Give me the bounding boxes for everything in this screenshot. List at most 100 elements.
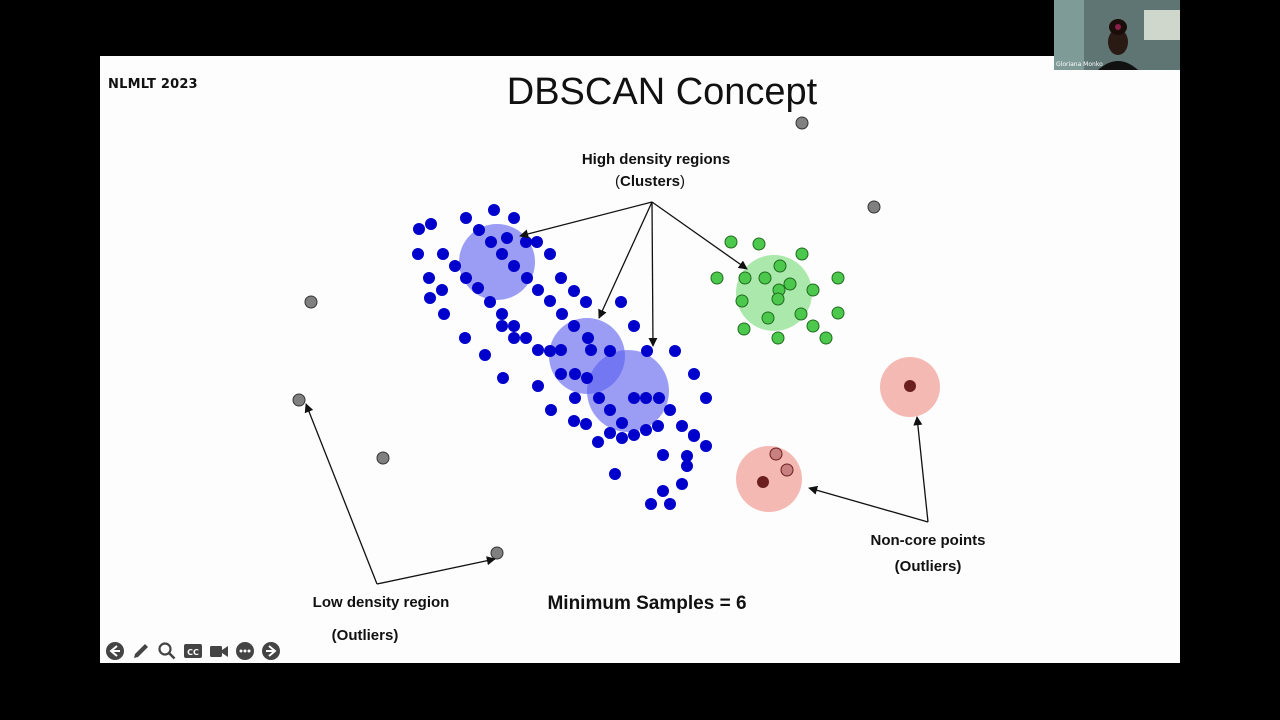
blue-point xyxy=(640,392,652,404)
noncore-point xyxy=(780,463,794,477)
low-density-outliers-label: (Outliers) xyxy=(332,627,399,644)
blue-point xyxy=(425,218,437,230)
blue-point xyxy=(460,272,472,284)
green-point xyxy=(783,277,797,291)
blue-point xyxy=(569,368,581,380)
blue-point xyxy=(508,212,520,224)
blue-point xyxy=(641,345,653,357)
green-point xyxy=(771,331,785,345)
blue-point xyxy=(438,308,450,320)
blue-point xyxy=(532,380,544,392)
blue-point xyxy=(556,308,568,320)
noncore-circle xyxy=(736,446,802,512)
dbscan-diagram: DBSCAN Concept xyxy=(292,71,986,644)
blue-point xyxy=(545,404,557,416)
blue-point xyxy=(508,332,520,344)
blue-point xyxy=(653,392,665,404)
blue-point xyxy=(569,392,581,404)
blue-point xyxy=(544,248,556,260)
blue-cluster-points xyxy=(412,204,712,510)
blue-point xyxy=(604,427,616,439)
blue-point xyxy=(657,449,669,461)
non-core-outliers-label: (Outliers) xyxy=(895,558,962,575)
noncore-arrows xyxy=(808,416,929,523)
participant-name: Gloriana Monko xyxy=(1056,61,1103,68)
blue-point xyxy=(580,296,592,308)
green-cluster-points xyxy=(710,235,845,345)
blue-point xyxy=(592,436,604,448)
blue-point xyxy=(604,404,616,416)
participant-video-thumbnail[interactable]: Gloriana Monko xyxy=(1054,0,1180,70)
blue-point xyxy=(508,320,520,332)
cluster-core-circle xyxy=(587,350,669,432)
blue-point xyxy=(669,345,681,357)
blue-point xyxy=(484,296,496,308)
arrow-right-icon[interactable] xyxy=(260,640,282,662)
blue-point xyxy=(568,285,580,297)
blue-point xyxy=(460,212,472,224)
blue-point xyxy=(501,232,513,244)
blue-point xyxy=(615,296,627,308)
arrow-left-icon[interactable] xyxy=(104,640,126,662)
blue-point xyxy=(700,440,712,452)
min-samples-label: Minimum Samples = 6 xyxy=(547,593,746,614)
blue-point xyxy=(555,344,567,356)
blue-point xyxy=(436,284,448,296)
outlier-point xyxy=(490,546,504,560)
blue-point xyxy=(645,498,657,510)
green-point xyxy=(831,306,845,320)
slide-title: DBSCAN Concept xyxy=(507,71,818,113)
green-point xyxy=(724,235,738,249)
high-density-label: High density regions xyxy=(582,151,730,168)
blue-point xyxy=(413,223,425,235)
blue-point xyxy=(520,332,532,344)
blue-point xyxy=(496,308,508,320)
green-point xyxy=(819,331,833,345)
closed-captions-icon[interactable]: CC xyxy=(182,640,204,662)
green-point xyxy=(806,283,820,297)
pen-icon[interactable] xyxy=(130,640,152,662)
green-point xyxy=(771,292,785,306)
blue-point xyxy=(581,372,593,384)
green-point xyxy=(735,294,749,308)
conference-label: NLMLT 2023 xyxy=(108,77,198,92)
video-camera-icon[interactable] xyxy=(208,640,230,662)
blue-point xyxy=(582,332,594,344)
blue-point xyxy=(423,272,435,284)
outlier-point xyxy=(304,295,318,309)
blue-point xyxy=(585,344,597,356)
outlier-point xyxy=(376,451,390,465)
gray-outlier-points xyxy=(292,116,881,560)
blue-point xyxy=(449,260,461,272)
green-point xyxy=(710,271,724,285)
clusters-label: (Clusters) xyxy=(615,173,685,190)
blue-point xyxy=(628,320,640,332)
more-icon[interactable] xyxy=(234,640,256,662)
blue-point xyxy=(437,248,449,260)
noncore-point xyxy=(904,380,916,392)
blue-point xyxy=(532,344,544,356)
blue-point xyxy=(473,224,485,236)
green-point xyxy=(737,322,751,336)
blue-point xyxy=(488,204,500,216)
outlier-point xyxy=(795,116,809,130)
green-point xyxy=(831,271,845,285)
low-density-label: Low density region xyxy=(313,594,450,611)
search-icon[interactable] xyxy=(156,640,178,662)
outlier-point xyxy=(292,393,306,407)
green-point xyxy=(758,271,772,285)
blue-point xyxy=(628,429,640,441)
cluster-core-circle xyxy=(459,224,535,300)
noncore-point xyxy=(757,476,769,488)
blue-point xyxy=(521,272,533,284)
blue-point xyxy=(459,332,471,344)
noncore-point xyxy=(769,447,783,461)
slide-toolbar: CC xyxy=(100,639,282,663)
blue-point xyxy=(676,420,688,432)
blue-point xyxy=(652,420,664,432)
blue-point xyxy=(609,468,621,480)
green-point xyxy=(761,311,775,325)
blue-point xyxy=(497,372,509,384)
noncore-points xyxy=(757,380,916,488)
blue-point xyxy=(424,292,436,304)
